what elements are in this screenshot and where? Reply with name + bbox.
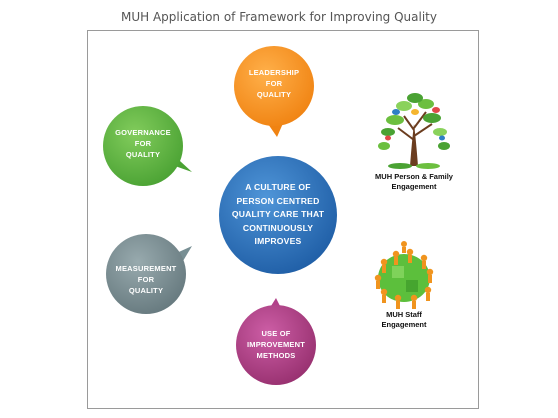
- governance-bubble: [103, 106, 192, 186]
- improvement-label: USE OF IMPROVEMENT METHODS: [236, 328, 316, 361]
- diagram-title: MUH Application of Framework for Improvi…: [121, 10, 437, 24]
- center-label-line5: IMPROVES: [254, 236, 302, 246]
- leadership-label-line3: QUALITY: [256, 90, 292, 99]
- improvement-label-line1: USE OF: [261, 329, 291, 338]
- center-label-line1: A CULTURE OF: [245, 182, 311, 192]
- improvement-label-line2: IMPROVEMENT: [246, 340, 306, 349]
- staff-caption: MUH Staff Engagement: [354, 310, 454, 330]
- person-family-caption-line2: Engagement: [391, 182, 437, 191]
- improvement-bubble: [236, 298, 316, 385]
- measurement-label-line3: QUALITY: [128, 286, 164, 295]
- center-label-line4: CONTINUOUSLY: [242, 222, 314, 233]
- measurement-label: MEASUREMENT FOR QUALITY: [106, 263, 186, 296]
- person-family-caption: MUH Person & Family Engagement: [354, 172, 474, 192]
- governance-label-line1: GOVERNANCE: [115, 128, 171, 137]
- leadership-label: LEADERSHIP FOR QUALITY: [234, 67, 314, 100]
- measurement-label-line1: MEASUREMENT: [115, 264, 177, 273]
- tree-of-people-icon: [378, 93, 450, 169]
- puzzle-people-icon: [374, 241, 434, 309]
- leadership-label-line2: FOR: [265, 79, 283, 88]
- center-label-line2: PERSON CENTRED: [236, 195, 320, 206]
- governance-label-line3: QUALITY: [125, 150, 161, 159]
- center-label: A CULTURE OF PERSON CENTRED QUALITY CARE…: [223, 181, 333, 249]
- center-circle: [219, 156, 337, 274]
- governance-label: GOVERNANCE FOR QUALITY: [103, 127, 183, 160]
- leadership-label-line1: LEADERSHIP: [248, 68, 300, 77]
- leadership-bubble: [234, 46, 314, 137]
- staff-caption-line2: Engagement: [381, 320, 427, 329]
- measurement-bubble: [106, 234, 192, 314]
- measurement-label-line2: FOR: [137, 275, 155, 284]
- staff-caption-line1: MUH Staff: [386, 310, 422, 319]
- governance-label-line2: FOR: [134, 139, 152, 148]
- person-family-caption-line1: MUH Person & Family: [375, 172, 453, 181]
- center-label-line3: QUALITY CARE THAT: [231, 209, 325, 219]
- improvement-label-line3: METHODS: [256, 351, 296, 360]
